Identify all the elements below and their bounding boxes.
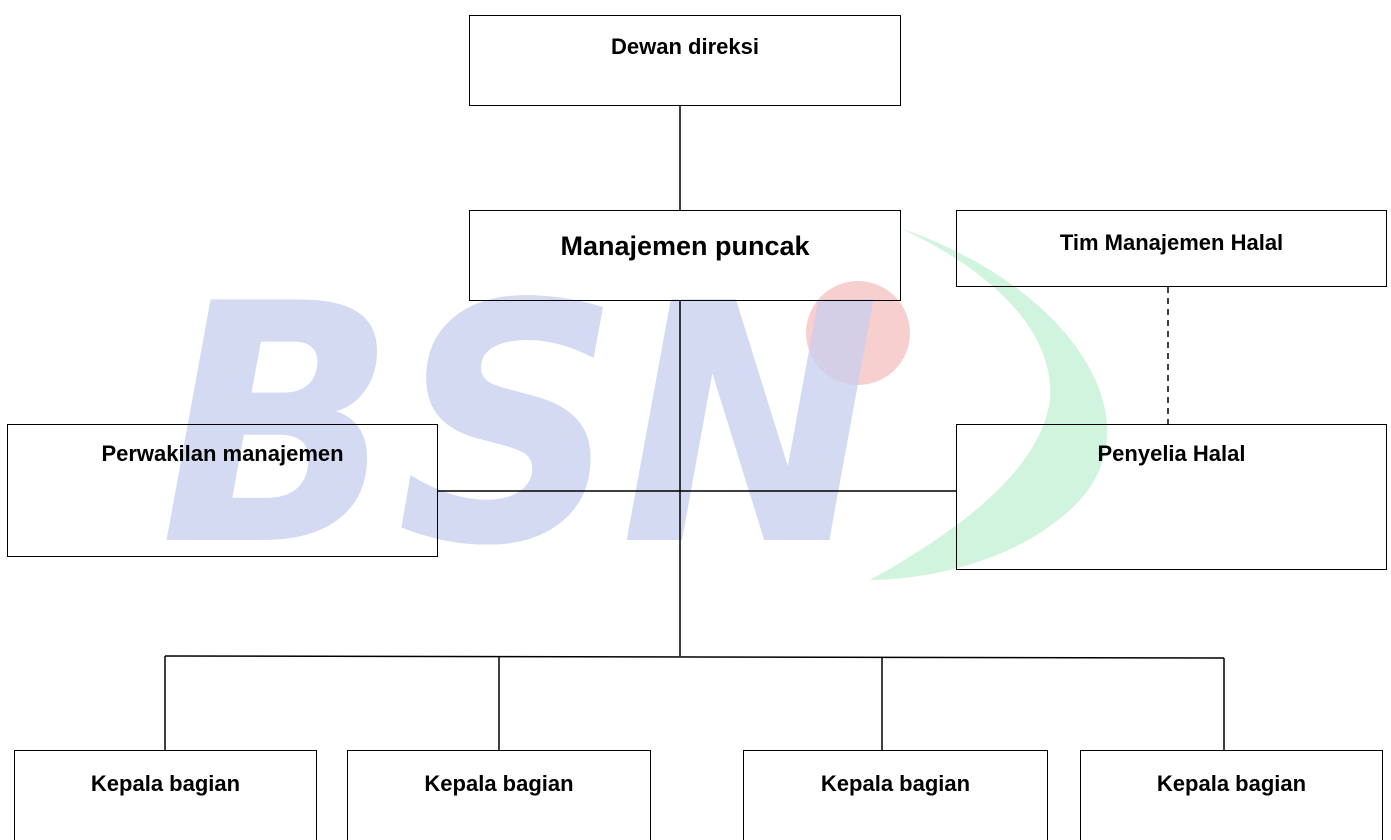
node-kepala-bagian-1: Kepala bagian — [14, 750, 317, 840]
node-label: Dewan direksi — [611, 34, 759, 59]
node-label: Manajemen puncak — [560, 231, 810, 261]
node-kepala-bagian-3: Kepala bagian — [743, 750, 1048, 840]
node-penyelia-halal: Penyelia Halal — [956, 424, 1387, 570]
node-kepala-bagian-4: Kepala bagian — [1080, 750, 1383, 840]
node-dewan-direksi: Dewan direksi — [469, 15, 901, 106]
node-perwakilan-manajemen: Perwakilan manajemen — [7, 424, 438, 557]
node-label: Kepala bagian — [424, 771, 574, 796]
node-kepala-bagian-2: Kepala bagian — [347, 750, 651, 840]
node-label: Kepala bagian — [1156, 771, 1307, 796]
node-label: Kepala bagian — [820, 771, 971, 796]
node-label: Perwakilan manajemen — [101, 441, 344, 466]
watermark-swoosh — [870, 228, 1108, 580]
node-label: Tim Manajemen Halal — [1059, 230, 1284, 255]
node-manajemen-puncak: Manajemen puncak — [469, 210, 901, 301]
node-label: Penyelia Halal — [1097, 441, 1246, 466]
node-label: Kepala bagian — [90, 771, 241, 796]
node-tim-manajemen-halal: Tim Manajemen Halal — [956, 210, 1387, 287]
watermark-letters: BSN — [160, 234, 880, 618]
watermark-dot — [806, 281, 910, 385]
line-dept-bus — [164, 655, 1225, 659]
